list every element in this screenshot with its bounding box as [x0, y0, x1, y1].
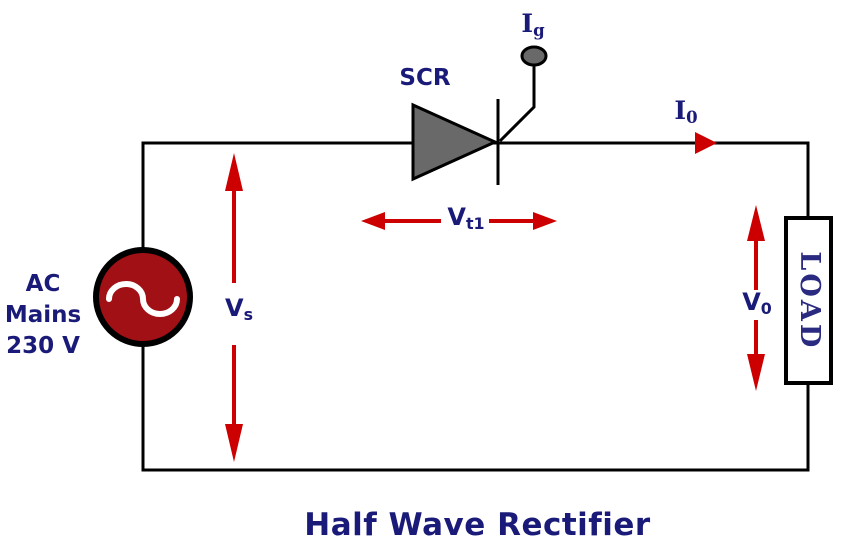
circuit-wire-loop [141, 141, 810, 472]
output-voltage-arrow [747, 205, 765, 391]
source-voltage-label: Vs [210, 295, 268, 323]
sine-wave-icon [106, 281, 180, 317]
gate-current-subscript: g [533, 20, 545, 40]
load-label: LOAD [793, 251, 825, 351]
gate-current-label: Ig [505, 10, 561, 40]
output-voltage-label: V0 [728, 289, 786, 317]
output-voltage-subscript: 0 [760, 298, 772, 318]
ac-mains-line2: Mains [4, 302, 82, 328]
thyristor-voltage-subscript: t1 [465, 213, 485, 233]
scr-triangle-icon [411, 102, 499, 182]
ac-mains-line1: AC [25, 271, 61, 297]
scr-gate-lead [498, 64, 536, 143]
ac-mains-label: AC Mains 230 V [0, 269, 86, 362]
source-voltage-subscript: s [243, 304, 253, 324]
diagram-title: Half Wave Rectifier [304, 507, 651, 543]
thyristor-voltage-label: Vt1 [428, 204, 504, 232]
gate-current-symbol: I [521, 9, 534, 38]
load-box [784, 216, 833, 385]
output-current-subscript: 0 [686, 107, 698, 127]
gate-terminal-icon [520, 45, 548, 67]
thyristor-voltage-arrow [361, 212, 557, 230]
output-current-arrow-icon [695, 132, 717, 154]
source-voltage-arrow [225, 153, 243, 462]
output-current-symbol: I [674, 96, 687, 125]
thyristor-voltage-symbol: V [447, 203, 466, 231]
source-voltage-symbol: V [225, 294, 244, 322]
scr-label: SCR [399, 65, 451, 91]
output-current-label: I0 [658, 97, 714, 127]
output-voltage-symbol: V [742, 288, 761, 316]
ac-mains-line3: 230 V [6, 333, 80, 359]
